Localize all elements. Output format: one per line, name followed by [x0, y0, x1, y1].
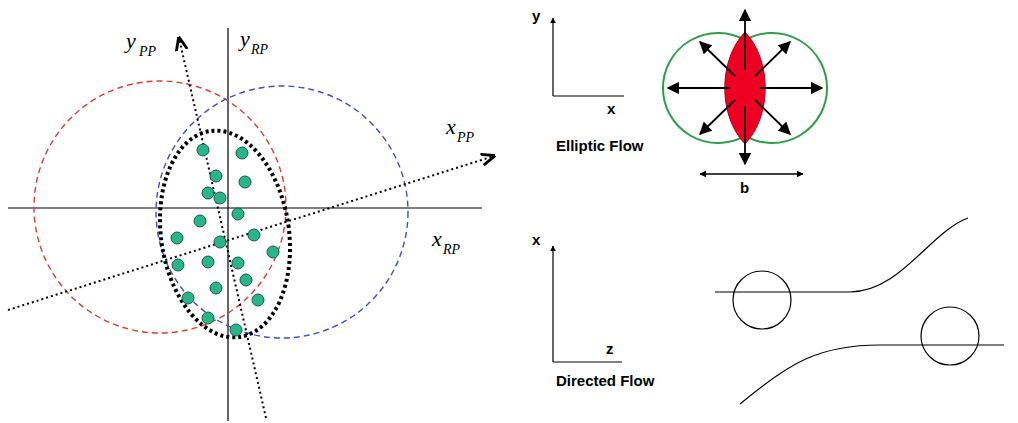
nucleus-left [34, 81, 286, 333]
axis-label: y [532, 8, 540, 23]
participant-dots [171, 144, 279, 336]
participant [171, 232, 183, 244]
flow-arrows [668, 10, 822, 164]
participant [239, 176, 251, 188]
nucleus [733, 271, 791, 329]
axis-label: x [432, 228, 442, 250]
axis-label: x [607, 101, 615, 116]
flow-arrow [700, 100, 735, 134]
participant [172, 259, 184, 271]
axis-subscript: RP [443, 243, 460, 257]
participant [202, 312, 214, 324]
panel-title: Directed Flow [556, 373, 654, 388]
flow-arrow [760, 87, 822, 89]
flow-arrow [755, 100, 790, 134]
participant [230, 324, 242, 336]
axis-label: z [606, 341, 614, 356]
flow-arrow [668, 87, 730, 89]
x-rp-axis [8, 207, 482, 208]
y-axis [552, 18, 553, 96]
participant [214, 236, 226, 248]
participant [194, 215, 206, 227]
axis-label: y [240, 28, 250, 50]
flow-arrow [700, 42, 735, 76]
nucleus [921, 307, 979, 365]
nucleus-right [156, 86, 408, 338]
axis-label: x [446, 116, 456, 138]
participant [232, 257, 244, 269]
deflected-trajectory [740, 345, 1004, 404]
x-pp-axis [8, 156, 494, 310]
y-rp-axis [227, 28, 228, 421]
impact-parameter-arrow [700, 173, 803, 174]
deflected-trajectory [715, 218, 968, 292]
participant [236, 147, 248, 159]
z-axis [553, 361, 622, 362]
x-axis [553, 95, 624, 96]
panel-title: Elliptic Flow [556, 138, 644, 153]
participant [202, 187, 214, 199]
axis-label: x [532, 232, 540, 247]
participant [240, 274, 252, 286]
participant [202, 256, 214, 268]
participant [182, 292, 194, 304]
participant [252, 294, 264, 306]
participant [214, 192, 226, 204]
flow-arrow [744, 10, 746, 70]
y-pp-axis [179, 38, 266, 418]
dimension-label: b [740, 180, 749, 195]
flow-arrow [744, 106, 746, 164]
participant [197, 144, 209, 156]
participant [267, 246, 279, 258]
axis-subscript: PP [457, 131, 474, 145]
axis-label: y [126, 30, 136, 52]
axis-subscript: PP [139, 45, 156, 59]
participant [232, 208, 244, 220]
overlap-ellipse [147, 122, 303, 346]
participant [248, 229, 260, 241]
participant [210, 170, 222, 182]
axis-subscript: RP [251, 43, 268, 57]
x-axis [552, 246, 553, 362]
participant [210, 282, 222, 294]
flow-arrow [755, 42, 790, 76]
